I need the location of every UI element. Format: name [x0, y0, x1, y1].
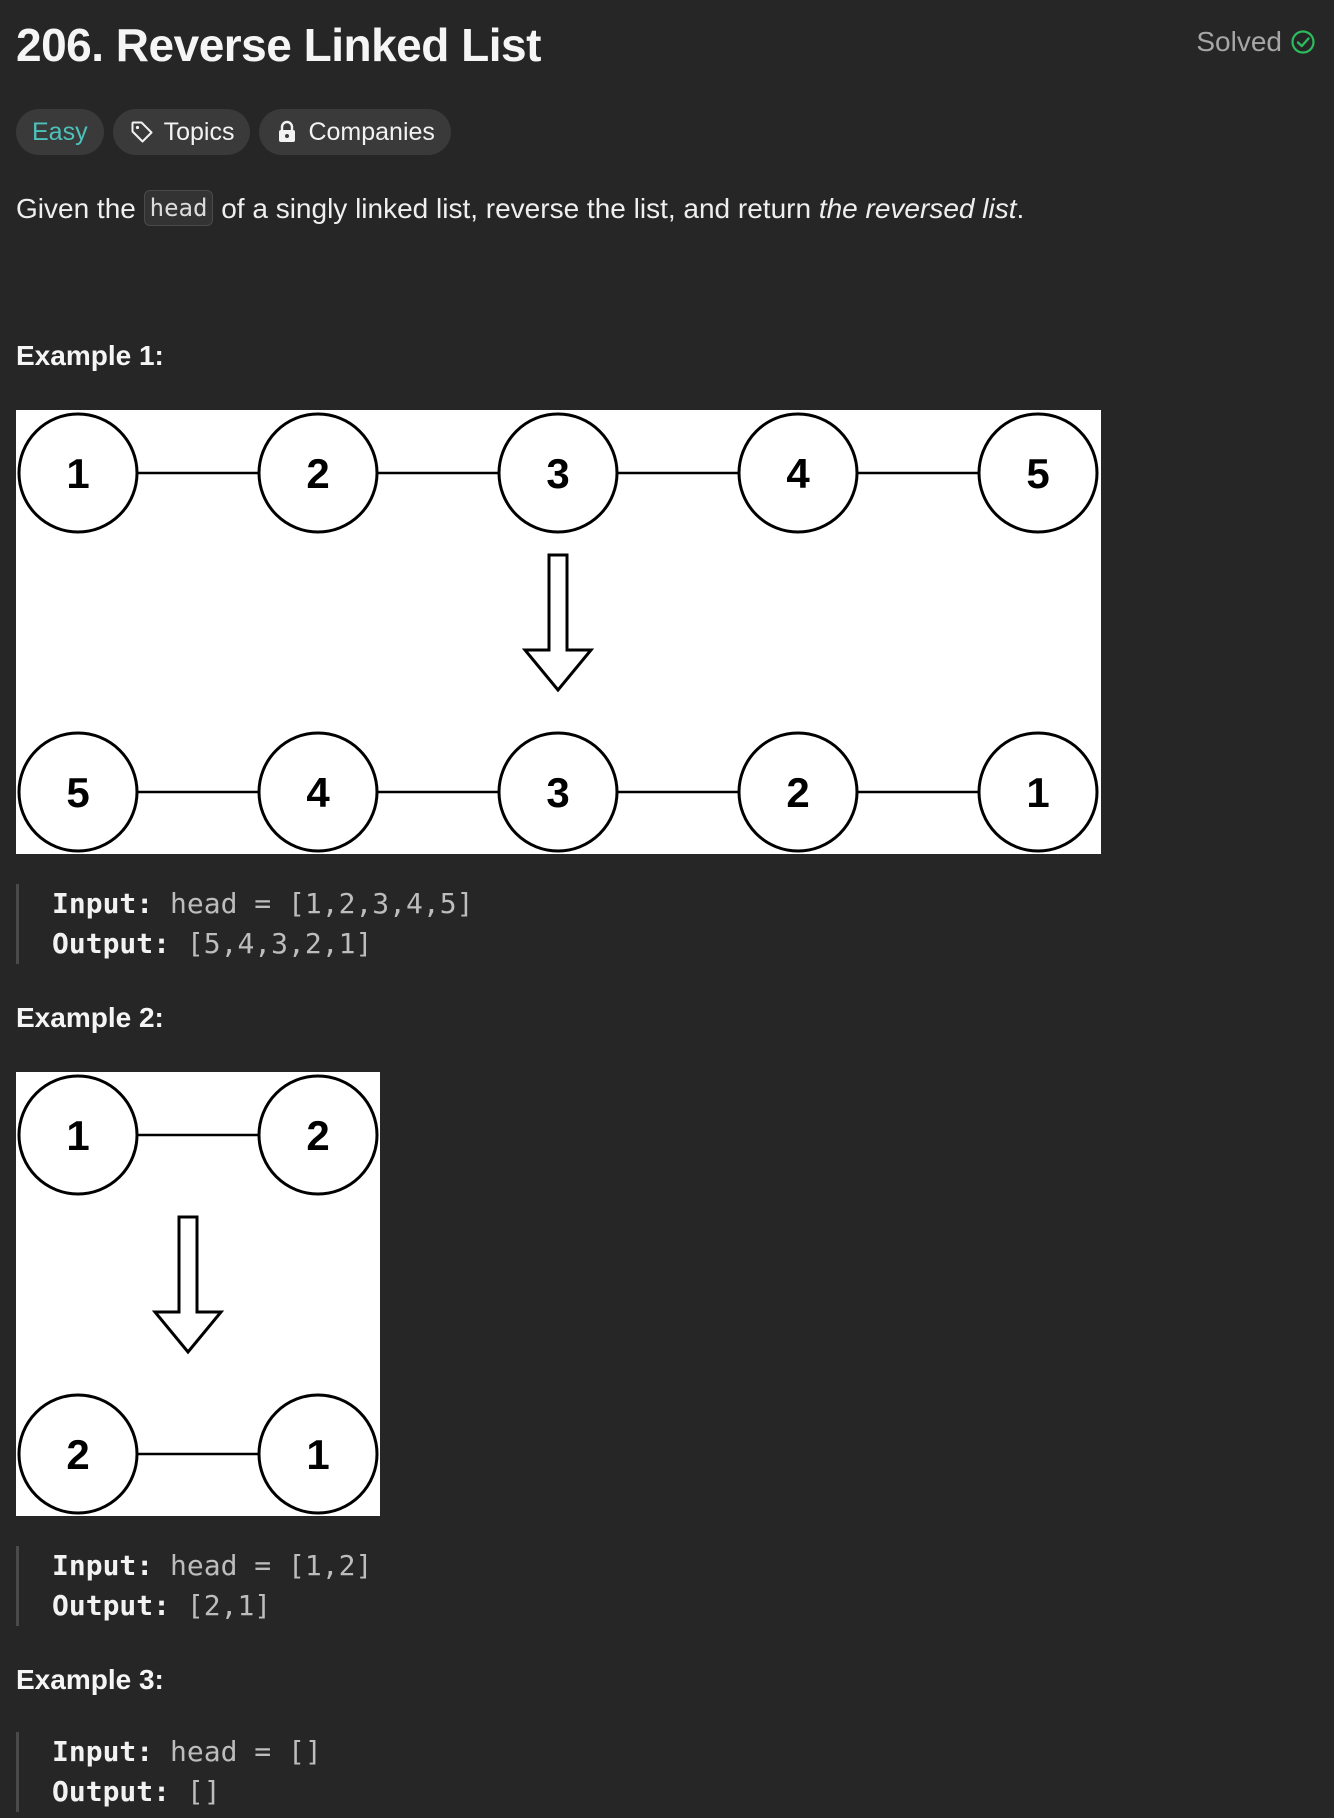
statement-text: Given the — [16, 193, 144, 224]
input-label: Input: — [52, 887, 154, 920]
tag-bar: Easy Topics Companies — [16, 109, 451, 155]
svg-text:4: 4 — [786, 450, 810, 497]
input-label: Input: — [52, 1735, 154, 1768]
companies-label: Companies — [308, 117, 435, 146]
input-value: head = [] — [153, 1735, 322, 1768]
list-node: 1 — [17, 1074, 139, 1196]
list-node: 3 — [497, 412, 619, 534]
example-1-io: Input: head = [1,2,3,4,5] Output: [5,4,3… — [16, 884, 473, 964]
list-node: 5 — [17, 731, 139, 853]
problem-title: 206. Reverse Linked List — [16, 19, 541, 71]
inline-code-head: head — [143, 190, 214, 226]
svg-text:1: 1 — [66, 1112, 89, 1159]
svg-text:3: 3 — [546, 450, 569, 497]
solved-label: Solved — [1196, 26, 1282, 57]
problem-statement: Given the head of a singly linked list, … — [16, 188, 1024, 230]
statement-emphasis: the reversed list — [818, 193, 1017, 224]
list-node: 5 — [977, 412, 1099, 534]
output-value: [5,4,3,2,1] — [170, 927, 373, 960]
list-node: 2 — [257, 1074, 379, 1196]
svg-text:2: 2 — [306, 1112, 329, 1159]
input-value: head = [1,2] — [153, 1549, 373, 1582]
output-label: Output: — [52, 1589, 171, 1622]
companies-button[interactable]: Companies — [259, 109, 451, 155]
svg-text:4: 4 — [306, 769, 330, 816]
svg-text:2: 2 — [306, 450, 329, 497]
list-node: 2 — [737, 731, 859, 853]
statement-text: . — [1016, 193, 1025, 224]
example-1-diagram: 1 2 3 4 5 5 4 3 2 1 — [16, 410, 1101, 854]
example-3-title: Example 3: — [16, 1664, 164, 1695]
down-arrow-icon — [151, 1215, 225, 1355]
example-2-diagram: 1 2 2 1 — [16, 1072, 380, 1516]
svg-text:1: 1 — [1026, 769, 1049, 816]
statement-text: of a singly linked list, reverse the lis… — [213, 193, 819, 224]
list-node: 3 — [497, 731, 619, 853]
list-node: 4 — [257, 731, 379, 853]
down-arrow-icon — [521, 553, 595, 693]
example-3-io: Input: head = [] Output: [] — [16, 1732, 322, 1812]
output-label: Output: — [52, 1775, 171, 1808]
topics-label: Topics — [163, 117, 235, 146]
svg-text:1: 1 — [306, 1431, 329, 1478]
output-value: [2,1] — [170, 1589, 272, 1622]
svg-text:5: 5 — [1026, 450, 1049, 497]
output-label: Output: — [52, 927, 171, 960]
output-value: [] — [170, 1775, 221, 1808]
svg-text:3: 3 — [546, 769, 569, 816]
list-node: 1 — [257, 1393, 379, 1515]
list-node: 1 — [977, 731, 1099, 853]
solved-status: Solved — [1196, 26, 1316, 58]
example-1-title: Example 1: — [16, 340, 164, 371]
svg-text:1: 1 — [66, 450, 89, 497]
tag-icon — [129, 119, 155, 145]
difficulty-label: Easy — [32, 117, 88, 146]
svg-text:2: 2 — [786, 769, 809, 816]
difficulty-badge: Easy — [16, 109, 104, 155]
svg-text:5: 5 — [66, 769, 89, 816]
example-2-title: Example 2: — [16, 1002, 164, 1033]
problem-description: 206. Reverse Linked List Solved Easy Top… — [16, 0, 1316, 1818]
input-label: Input: — [52, 1549, 154, 1582]
input-value: head = [1,2,3,4,5] — [153, 887, 474, 920]
topics-button[interactable]: Topics — [112, 109, 251, 155]
svg-text:2: 2 — [66, 1431, 89, 1478]
lock-icon — [275, 119, 299, 145]
example-2-io: Input: head = [1,2] Output: [2,1] — [16, 1546, 372, 1626]
list-node: 1 — [17, 412, 139, 534]
list-node: 2 — [17, 1393, 139, 1515]
list-node: 2 — [257, 412, 379, 534]
check-circle-icon — [1290, 29, 1316, 55]
list-node: 4 — [737, 412, 859, 534]
